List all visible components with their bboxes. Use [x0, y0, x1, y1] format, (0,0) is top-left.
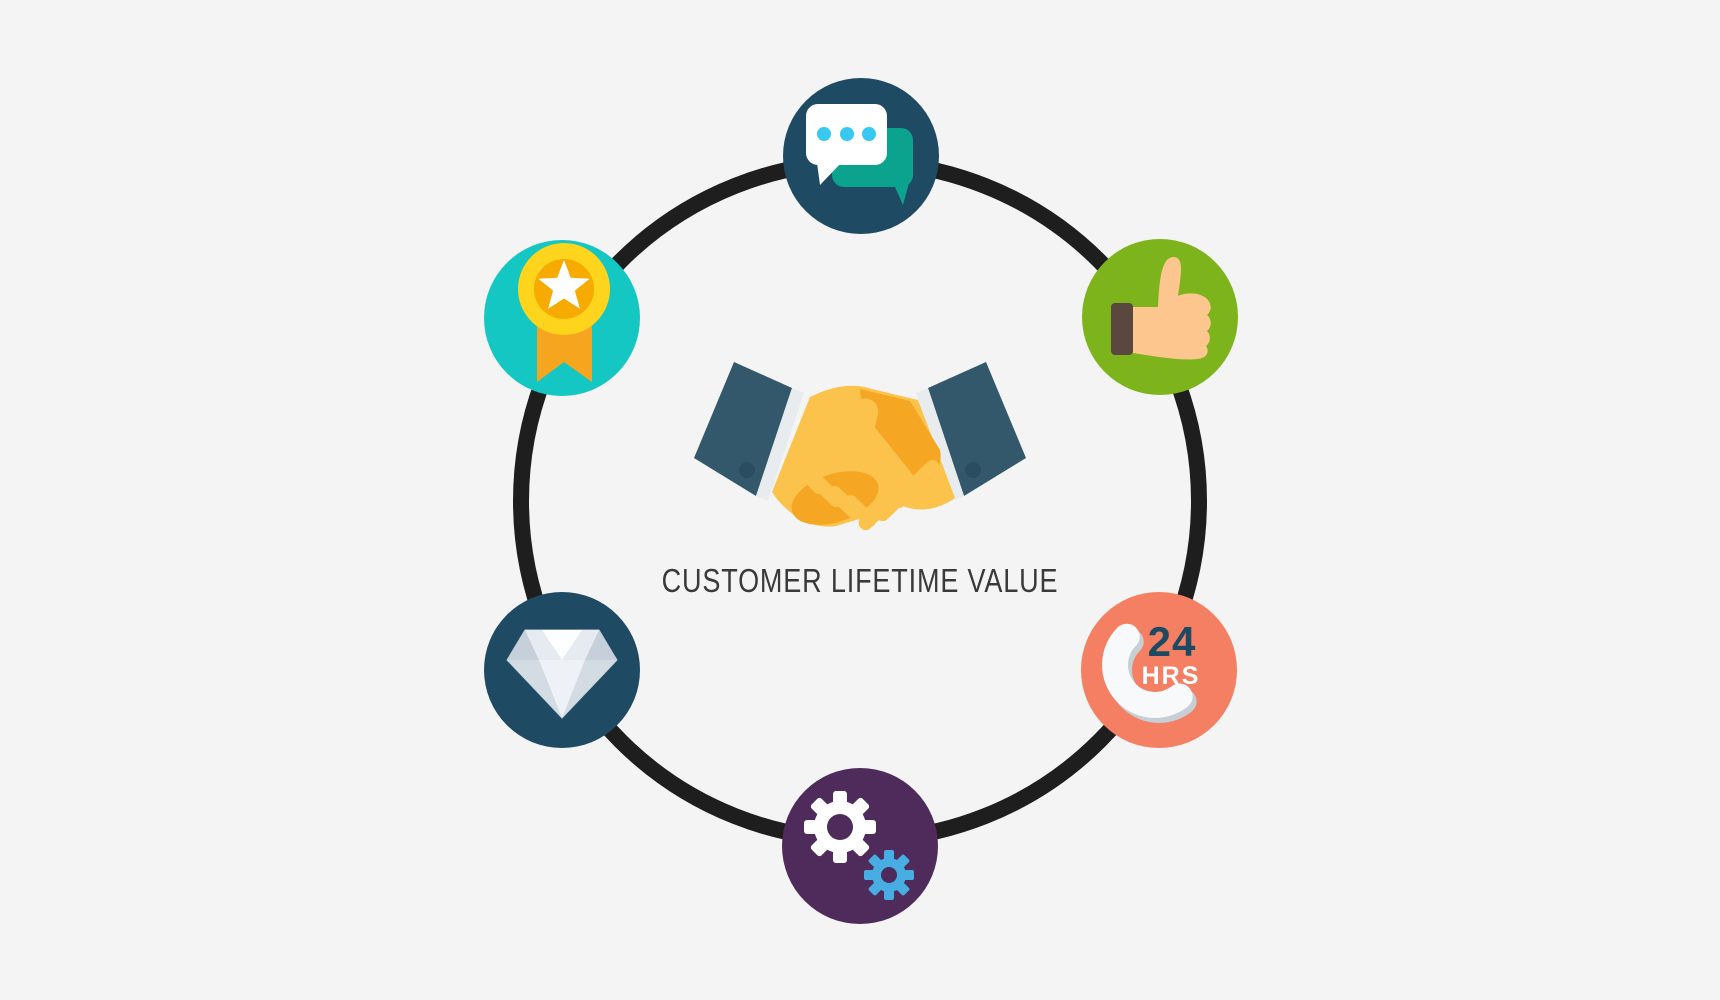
- left-arm: [694, 362, 804, 501]
- clasped-hands: [772, 385, 955, 531]
- facet-pavilion-right: [562, 660, 617, 718]
- node-support-24hrs: 24 HRS: [1081, 592, 1237, 748]
- node-thumbs-up: [1082, 239, 1238, 395]
- right-arm: [916, 362, 1026, 501]
- facet-top-left: [525, 630, 562, 660]
- left-sleeve: [694, 362, 792, 496]
- hand-shadow-wedge: [860, 389, 941, 485]
- label-24: 24: [1148, 618, 1197, 665]
- node-diamond: [484, 592, 640, 748]
- facet-corner-right: [585, 630, 617, 660]
- facet-top-center: [542, 630, 582, 660]
- large-gear-hole: [827, 814, 853, 840]
- handset: [1102, 623, 1193, 718]
- thumb-cuff: [1111, 303, 1133, 355]
- ribbon: [537, 326, 592, 382]
- main-bubble-tail: [817, 163, 841, 185]
- node-chat: [783, 78, 939, 234]
- right-sleeve: [928, 362, 1026, 496]
- left-sleeve-button: [739, 462, 755, 478]
- diamond-icon: [506, 629, 618, 719]
- facet-pavilion-left: [507, 660, 562, 718]
- chat-bubbles-icon: [806, 104, 913, 205]
- label-hrs: HRS: [1142, 662, 1201, 690]
- thumbs-up-icon: [1111, 256, 1211, 360]
- reply-bubble-tail: [891, 172, 912, 205]
- thumb: [843, 398, 879, 460]
- right-cuff: [916, 388, 964, 501]
- phone-handset-icon: [1102, 623, 1197, 723]
- left-cuff: [756, 388, 804, 501]
- node-gears: [782, 768, 938, 924]
- award-ribbon-icon: [518, 243, 610, 382]
- star: [538, 260, 590, 309]
- facet-pavilion-center: [539, 660, 585, 718]
- typing-dot: [862, 127, 876, 141]
- typing-dot: [817, 127, 831, 141]
- facet-top-right: [562, 630, 599, 660]
- small-gear-hole: [881, 867, 897, 883]
- thumb-hand: [1133, 256, 1211, 360]
- finger-row-right: [858, 459, 940, 531]
- facet-corner-left: [507, 630, 539, 660]
- handshake-illustration: [694, 362, 1026, 531]
- diagram-title: CUSTOMER LIFETIME VALUE: [661, 562, 1059, 599]
- right-sleeve-button: [965, 462, 981, 478]
- typing-dot: [840, 127, 854, 141]
- node-award-badge: [484, 240, 640, 396]
